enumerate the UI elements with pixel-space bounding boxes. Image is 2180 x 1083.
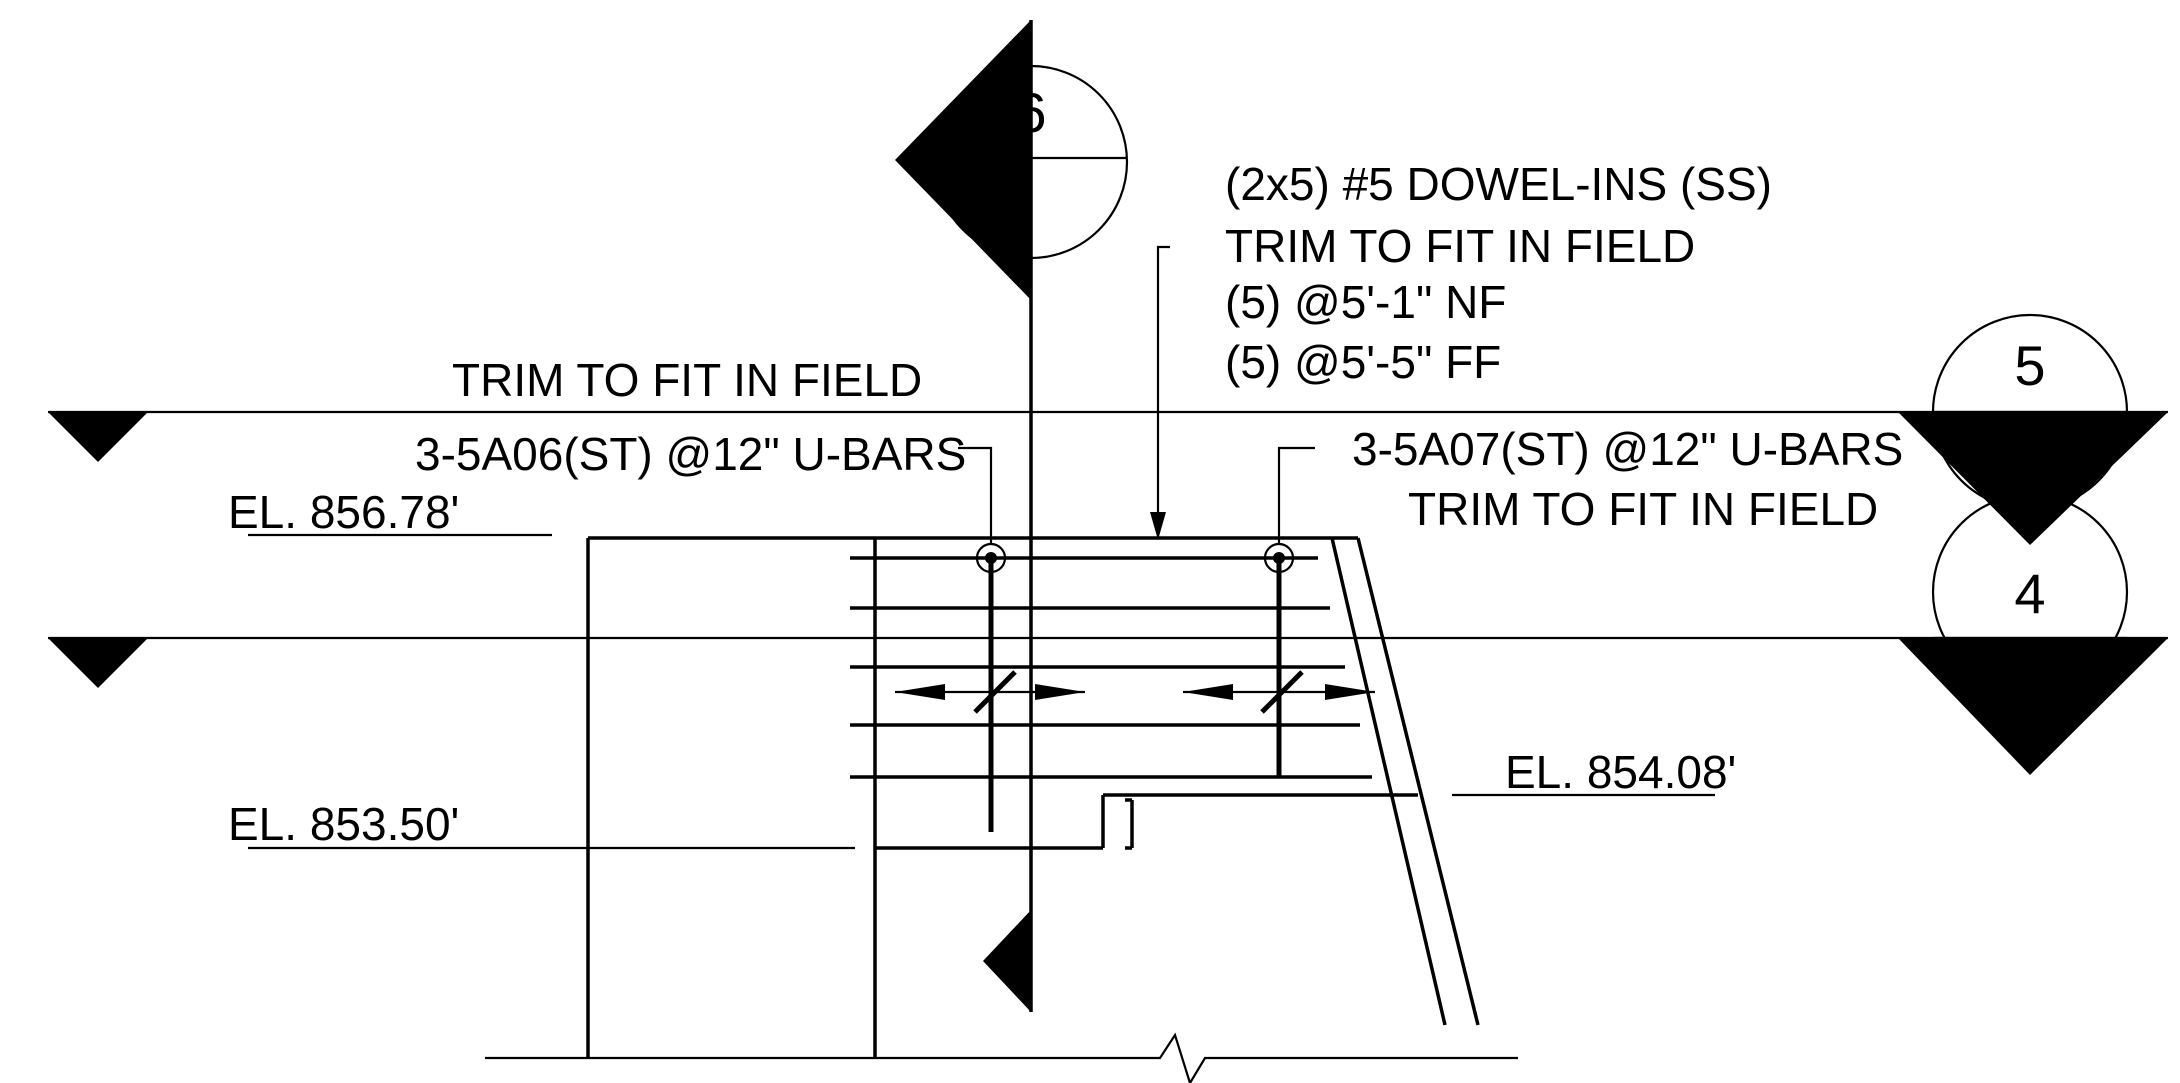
dowel-note-line-1: (2x5) #5 DOWEL-INS (SS) xyxy=(1225,158,1772,210)
grid-number-6: 6 xyxy=(1015,81,1046,144)
section-arrow-left-lower xyxy=(48,638,148,688)
section-cut-lines xyxy=(48,410,2168,640)
grid-number-4: 4 xyxy=(2014,562,2045,625)
elevation-underlines xyxy=(248,533,1715,850)
section-arrow-left-upper xyxy=(48,412,148,462)
section-arrow-top xyxy=(895,20,1031,300)
grid-bubble-5: 5 xyxy=(1898,313,2168,545)
grid-bubble-4: 4 xyxy=(1898,493,2168,775)
rebar-lines xyxy=(850,556,1372,779)
dowel-note-line-3: (5) @5'-1" NF xyxy=(1225,276,1506,328)
left-ubar-note: 3-5A06(ST) @12" U-BARS xyxy=(415,428,966,480)
leader-lines xyxy=(958,245,1315,543)
elevation-bottom-left: EL. 853.50' xyxy=(228,798,459,850)
u-bar-right xyxy=(1260,542,1304,777)
right-ubar-note-line-1: 3-5A07(ST) @12" U-BARS xyxy=(1352,423,1903,475)
left-trim-note: TRIM TO FIT IN FIELD xyxy=(452,354,922,406)
elevation-top-left: EL. 856.78' xyxy=(228,486,459,538)
right-ubar-note-line-2: TRIM TO FIT IN FIELD xyxy=(1408,483,1878,535)
grid-number-5: 5 xyxy=(2014,334,2045,397)
grid-bubble-6: 6 xyxy=(933,64,1129,260)
dimension-arrows xyxy=(895,684,1375,700)
concrete-outline xyxy=(485,536,1518,1083)
u-bar-left xyxy=(973,542,1017,832)
dowel-note-line-4: (5) @5'-5" FF xyxy=(1225,336,1501,388)
dowel-note-line-2: TRIM TO FIT IN FIELD xyxy=(1225,220,1695,272)
elevation-right: EL. 854.08' xyxy=(1505,746,1736,798)
section-arrow-bottom xyxy=(983,910,1031,1012)
